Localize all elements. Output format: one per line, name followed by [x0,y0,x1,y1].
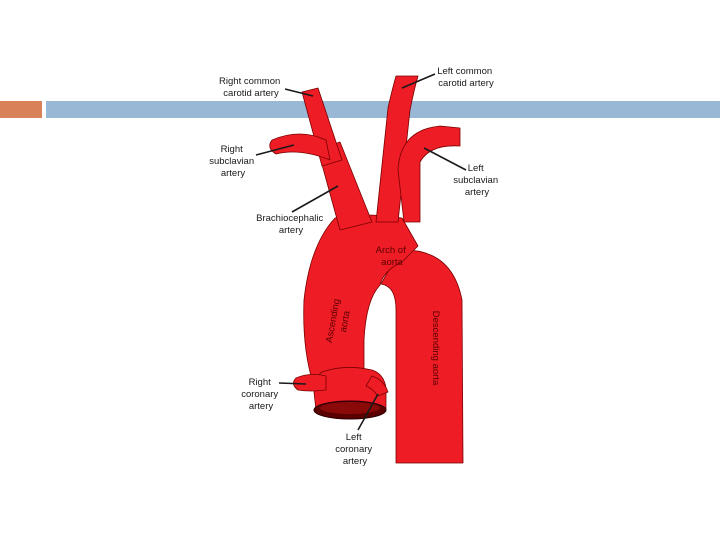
label-right-common-carotid: Right common carotid artery [219,76,283,99]
leader-right-coronary [278,382,307,385]
label-left-coronary: Left coronary artery [335,432,375,467]
leader-right-subclavian [255,144,295,156]
left-coronary-shape [365,375,389,397]
aorta-vessels [269,75,464,464]
label-left-common-carotid: Left common carotid artery [437,66,495,89]
left-subclavian-shape [397,125,461,223]
leader-brachiocephalic [291,185,339,213]
leader-lines [255,73,467,431]
aortic-opening-inner [320,402,380,414]
arch-ascending-aorta-shape [303,214,419,387]
leader-left-subclavian [423,147,467,171]
label-left-subclavian: Left subclavian artery [453,163,501,198]
label-descending-aorta: Descending aorta [430,311,441,386]
descending-aorta-shape [380,249,464,464]
leader-left-coronary [357,393,379,431]
label-right-coronary: Right coronary artery [241,377,281,412]
right-coronary-shape [293,374,327,392]
left-common-carotid-shape [375,75,419,223]
label-brachiocephalic: Brachiocephalic artery [256,213,326,236]
leader-right-common-carotid [284,88,314,97]
label-right-subclavian: Right subclavian artery [209,144,257,179]
accent-bar-orange [0,101,42,118]
right-subclavian-shape [269,133,331,161]
label-arch-of-aorta: Arch of aorta [376,245,409,268]
leader-left-common-carotid [401,73,436,89]
accent-bar-blue [46,101,720,118]
